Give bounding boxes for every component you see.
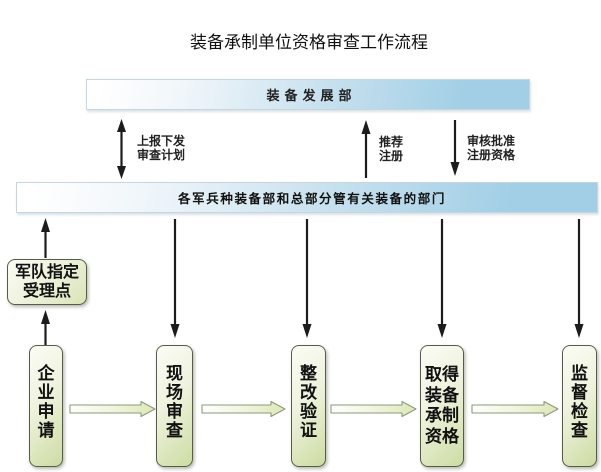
arrow-bar-to-step2: [170, 219, 180, 338]
label-recommend-line2: 注册: [379, 149, 404, 163]
middle-bar-label: 各军兵种装备部和总部分管有关装备的部门: [178, 192, 446, 206]
box-step-rectification-verification: 整改验证: [291, 345, 326, 467]
box-step-onsite-review: 现场审查: [156, 345, 193, 467]
arrow-bar-to-step4: [437, 219, 447, 338]
arrow-step1-to-acceptance: [41, 310, 50, 345]
box-military-acceptance-point: 军队指定 受理点: [7, 259, 87, 305]
step-5-label: 监督检查: [571, 364, 588, 440]
box-step-supervision-inspection: 监督检查: [562, 345, 597, 467]
step-1-label: 企业申请: [37, 364, 55, 440]
arrow-bar-to-step3: [302, 219, 312, 338]
arrow-acceptance-to-middle-bar: [41, 218, 50, 258]
acceptance-line1: 军队指定: [14, 264, 79, 281]
label-approve-line1: 审核批准: [467, 134, 516, 148]
label-report-line1: 上报下发: [137, 134, 186, 148]
label-approve-line2: 注册资格: [467, 148, 516, 162]
box-step-enterprise-application: 企业申请: [29, 345, 63, 467]
block-arrow-step2-step3: [201, 400, 286, 418]
label-report-line2: 审查计划: [137, 148, 186, 162]
middle-bar-service-equipment-depts: 各军兵种装备部和总部分管有关装备的部门: [16, 182, 598, 213]
label-report-issue-plan: 上报下发 审查计划: [137, 134, 185, 162]
block-arrow-step4-step5: [471, 400, 559, 418]
step-3-label: 整改验证: [300, 364, 317, 440]
step-2-label: 现场审查: [166, 364, 183, 440]
step-4-label: 取得装备承制资格: [425, 365, 459, 446]
box-step-obtain-contractor-qualification: 取得装备承制资格: [420, 345, 464, 467]
arrow-recommend-register-up: [361, 120, 371, 178]
label-recommend-line1: 推荐: [379, 135, 404, 149]
label-approve-register: 审核批准 注册资格: [467, 134, 515, 162]
label-recommend-register: 推荐 注册: [379, 135, 403, 163]
arrow-bar-to-step5: [574, 219, 584, 338]
acceptance-line2: 受理点: [22, 283, 71, 300]
block-arrow-step3-step4: [330, 400, 417, 418]
arrow-report-issue-plan: [117, 119, 126, 179]
page-title: 装备承制单位资格审查工作流程: [190, 33, 428, 52]
arrow-approve-register-down: [450, 120, 460, 176]
block-arrow-step1-step2: [69, 400, 156, 418]
top-bar-label: 装备发展部: [266, 88, 357, 103]
top-bar-equipment-development-dept: 装备发展部: [86, 79, 530, 110]
